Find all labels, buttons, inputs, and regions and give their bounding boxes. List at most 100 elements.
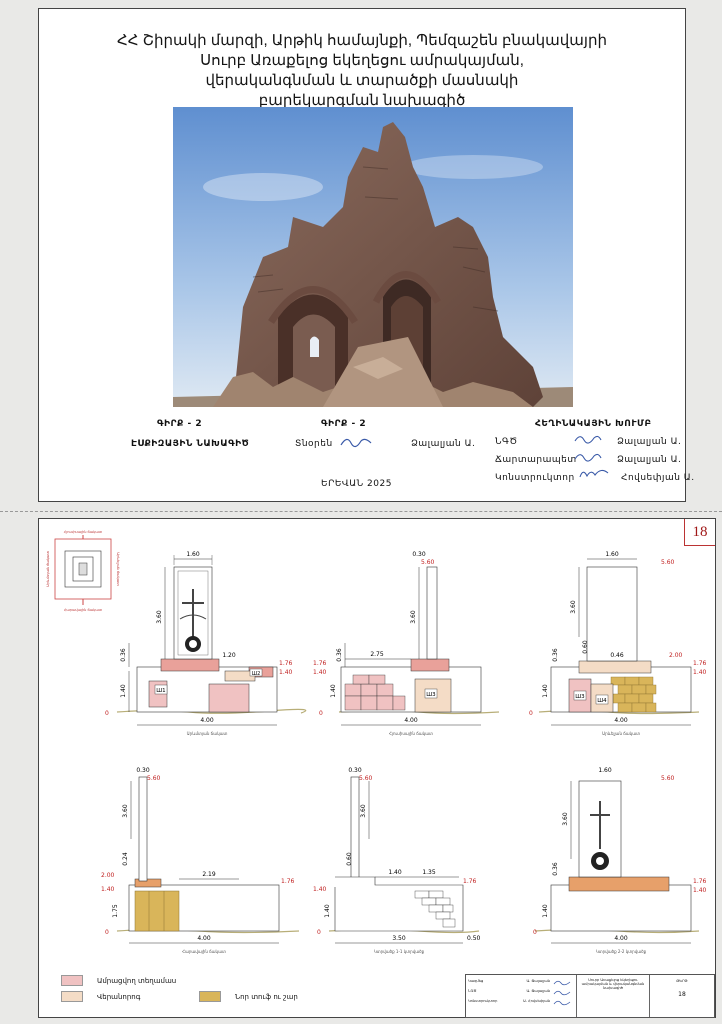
- p5-caption: Կտրվածք 1-1 կտրվածք: [374, 949, 425, 954]
- team-signature-3-icon: [579, 469, 609, 478]
- team-title: ՀԵՂԻՆԱԿԱՅԻՆ ԽՈՒՄԲ: [535, 419, 652, 429]
- panel-west-elevation: 1.60 3.60 0.36 1.40 1.20 4.00 1.76 1.40 …: [105, 551, 307, 736]
- stamp-row-1: Կազմեց Ա. Ջալալյան: [468, 979, 550, 989]
- panel-east-elevation: Ш3 Ш4 1.60 5.60 3.60 0.60 0.36 0.46 1.40…: [529, 551, 707, 736]
- team-name-1: Ձալալյան Ա.: [617, 437, 682, 447]
- church-ruins-photo: [173, 107, 573, 407]
- p5-dim-top: 0.30: [348, 767, 362, 774]
- p3-badge-1: Ш3: [575, 694, 585, 700]
- p3-level-zero: 0: [529, 710, 533, 717]
- p4-level-2: 1.76: [281, 878, 295, 885]
- church-ruins-illustration: [173, 107, 573, 407]
- p3-level-top: 5.60: [661, 559, 675, 566]
- p4-dim-total: 4.00: [197, 935, 211, 942]
- p5-dim-right: 0.50: [467, 935, 481, 942]
- p3-dim-plinth: 1.40: [542, 684, 549, 698]
- p1-dim-top: 1.60: [186, 551, 200, 558]
- key-plan-north-label: Հյուսիսային ճակատ: [64, 530, 103, 534]
- stamp-sheet-label: ԹԵՐԹ: [676, 979, 688, 983]
- p4-level-1: 2.00: [101, 872, 115, 879]
- p2-dim-total: 4.00: [404, 717, 418, 724]
- p6-dim-total: 4.00: [614, 935, 628, 942]
- p4-caption: Հարավային ճակատ: [182, 949, 226, 954]
- p5-dim-h2: 0.60: [346, 852, 353, 866]
- p6-dim-base: 0.36: [552, 862, 559, 876]
- p1-badge-1: Ш1: [156, 688, 165, 694]
- key-plan: Հյուսիսային ճակատ Հարավային ճակատ Արևմտյ…: [46, 530, 120, 612]
- stamp-role-1: Կազմեց: [468, 979, 484, 983]
- p2-level-zero: 0: [319, 710, 323, 717]
- p5-level-top: 5.60: [359, 775, 373, 782]
- p6-level-2: 1.40: [693, 887, 707, 894]
- p2-badge-1: Ш3: [426, 692, 436, 698]
- legend-swatch-peach: [61, 991, 83, 1002]
- project-title: ՀՀ Շիրակի մարզի, Արթիկ համայնքի, Պեմզաշե…: [39, 31, 685, 111]
- legend-item-restored: Վերանորոգ: [61, 991, 140, 1002]
- director-role: Տնօրեն: [295, 439, 333, 449]
- page-separator: [0, 511, 722, 512]
- stamp-row-3: Կոնստրուկտոր Ա. Հովսեփյան: [468, 999, 550, 1009]
- team-signature-1-icon: [574, 435, 602, 444]
- panel-south-elevation: 0.30 5.60 3.60 0.24 1.75 2.19 4.00 2.00 …: [101, 767, 300, 954]
- p5-level-1: 1.76: [463, 878, 477, 885]
- key-plan-west-label: Արևմտյան ճակատ: [46, 551, 50, 587]
- p4-dim-height: 3.60: [122, 804, 129, 818]
- p6-level-zero: 0: [533, 929, 537, 936]
- team-role-2: Ճարտարապետ: [495, 455, 577, 465]
- stamp-row-2: ՆԳԾ Ա. Ջալալյան: [468, 989, 550, 999]
- title-line-1: ՀՀ Շիրակի մարզի, Արթիկ համայնքի, Պեմզաշե…: [116, 32, 607, 49]
- p1-level-zero: 0: [105, 710, 109, 717]
- director-name: Ձալալյան Ա.: [411, 439, 476, 449]
- p3-level-1: 2.00: [669, 652, 683, 659]
- p3-dim-base: 0.36: [552, 648, 559, 662]
- p2-dim-mid: 2.75: [370, 651, 384, 658]
- p5-dim-a: 1.40: [388, 869, 402, 876]
- p3-level-3: 1.40: [693, 669, 707, 676]
- panel-section-2: 1.60 5.60 3.60 0.36 1.40 4.00 1.76 1.40 …: [533, 767, 707, 954]
- panel-north-elevation: Ш3 0.30 5.60 3.60 0.36 1.40 2.75 4.00 1.…: [313, 551, 500, 736]
- stamp-name-3: Ա. Հովսեփյան: [523, 999, 550, 1003]
- book-left-label: ԳԻՐՔ - 2: [157, 419, 203, 429]
- legend-label-3: Նոր տուֆ ու շար: [235, 992, 298, 1001]
- legend-item-new-tuff: Նոր տուֆ ու շար: [199, 991, 298, 1002]
- stamp-role-2: ՆԳԾ: [468, 989, 477, 993]
- stamp-name-1: Ա. Ջալալյան: [526, 979, 550, 983]
- p2-dim-top: 0.30: [412, 551, 426, 558]
- book-left-subtitle: ԷՍՔԻԶԱՅԻՆ ՆԱԽԱԳԻԾ: [131, 439, 250, 449]
- city-year: ԵՐԵՎԱՆ 2025: [321, 479, 392, 489]
- book-mid-label: ԳԻՐՔ - 2: [321, 419, 367, 429]
- p4-dim-right: 2.19: [202, 871, 216, 878]
- legend-item-reinforced: Ամրացվող տեղամաս: [61, 975, 176, 986]
- p5-dim-plinth: 1.40: [324, 904, 331, 918]
- stamp-role-3: Կոնստրուկտոր: [468, 999, 498, 1003]
- p3-dim-mid: 0.46: [610, 652, 624, 659]
- title-line-4: բարեկարգման նախագիծ: [258, 92, 466, 109]
- p3-dim-height: 3.60: [570, 600, 577, 614]
- p3-badge-2: Ш4: [597, 698, 607, 704]
- stamp-name-2: Ա. Ջալալյան: [526, 989, 550, 993]
- p3-level-2: 1.76: [693, 660, 707, 667]
- p4-dim-plinth: 1.75: [112, 904, 119, 918]
- p2-dim-plinth: 1.40: [330, 684, 337, 698]
- p4-dim-h2: 0.24: [122, 852, 129, 866]
- p2-dim-height: 3.60: [410, 610, 417, 624]
- p1-badge-2: Ш2: [252, 671, 261, 677]
- legend-swatch-ochre: [199, 991, 221, 1002]
- p5-level-zero: 0: [317, 929, 321, 936]
- team-name-3: Հովսեփյան Ա.: [621, 473, 695, 483]
- p3-caption: Արևելյան ճակատ: [602, 731, 640, 736]
- key-plan-south-label: Հարավային ճակատ: [64, 608, 103, 612]
- p1-caption: Արևմտյան ճակատ: [187, 731, 228, 736]
- p2-caption: Հյուսիսային ճակատ: [389, 731, 433, 736]
- key-plan-east-label: Արևելյան ճակատ: [116, 552, 120, 586]
- p4-level-top: 5.60: [147, 775, 161, 782]
- cover-sheet: ՀՀ Շիրակի մարզի, Արթիկ համայնքի, Պեմզաշե…: [38, 8, 694, 502]
- p3-dim-h2: 0.60: [582, 640, 589, 654]
- legend-label-2: Վերանորոգ: [97, 992, 141, 1001]
- p5-level-2: 1.40: [313, 886, 327, 893]
- p2-level-top: 5.60: [421, 559, 435, 566]
- team-role-3: Կոնստրուկտոր: [495, 473, 575, 483]
- p3-dim-total: 4.00: [614, 717, 628, 724]
- p6-dim-top: 1.60: [598, 767, 612, 774]
- p4-dim-top: 0.30: [136, 767, 150, 774]
